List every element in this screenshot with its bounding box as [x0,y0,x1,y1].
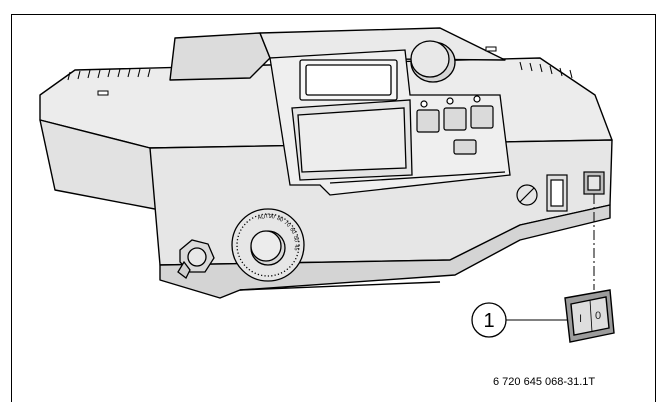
rocker-switch-face [570,296,610,336]
top-indicator-left [97,90,109,96]
control-panel [269,49,511,196]
panel-button-1 [416,109,440,133]
dial-mark-60: 60 [288,227,296,235]
rocker-switch-detail [564,289,615,343]
figure-reference-code: 6 720 645 068-31.1T [493,376,595,388]
figure-frame [11,14,656,402]
control-knob [410,40,456,83]
dial-mark-50: 50 [292,235,299,242]
panel-button-2 [443,107,467,131]
panel-button-3 [470,105,494,129]
temperature-dial [231,208,305,282]
vent-slots-left [67,68,151,81]
dial-mark-aut: AUT [257,213,270,221]
dial-mark-80: 80 [276,216,284,224]
dial-mark-45: 45 [293,244,300,251]
dial-mark-70: 70 [283,220,292,229]
led-1 [420,100,428,108]
callout-circle [471,302,507,338]
panel-button-4 [453,139,477,155]
button-row [416,95,494,155]
dial-mark-90: 90 [268,214,275,221]
switch-off-label: 0 [595,310,601,322]
housing-raised-block [169,32,271,81]
led-2 [446,97,454,105]
side-components [516,171,605,212]
cable-gland [177,239,215,279]
switch-on-label: I [579,313,582,325]
top-indicator-right [485,46,497,52]
base-edge-line [239,281,441,291]
callout-number: 1 [483,310,494,332]
vent-slots-right [519,61,573,79]
led-3 [473,95,481,103]
